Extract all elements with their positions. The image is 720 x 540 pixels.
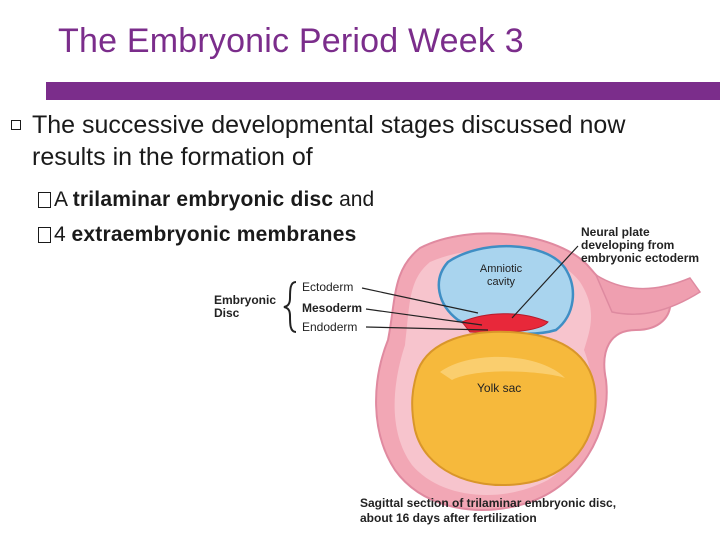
bullet-square-icon bbox=[11, 120, 21, 130]
endoderm-leader bbox=[365, 326, 489, 331]
sub-bullet-1-suffix: and bbox=[333, 188, 375, 211]
endoderm-label: Endoderm bbox=[302, 320, 358, 334]
ectoderm-leader bbox=[361, 287, 479, 314]
embryonic-disc-brace bbox=[283, 281, 297, 333]
stalk-tissue-shape bbox=[594, 273, 702, 315]
yolk-sac-highlight bbox=[440, 356, 565, 380]
yolk-sac-label: Yolk sac bbox=[477, 381, 522, 395]
slide-title: The Embryonic Period Week 3 bbox=[58, 22, 524, 60]
mesoderm-label: Mesoderm bbox=[302, 301, 363, 315]
sub-bullet-1-bold: trilaminar embryonic disc bbox=[72, 188, 334, 211]
sub-bullet-2-bold: extraembryonic membranes bbox=[71, 223, 357, 246]
checkbox-icon bbox=[38, 227, 51, 243]
figure-caption: Sagittal section of trilaminar embryonic… bbox=[360, 496, 617, 525]
sub-bullet-1-prefix: A bbox=[54, 188, 67, 211]
neural-plate-leader bbox=[511, 245, 579, 319]
sub-bullet-1: A trilaminar embryonic disc and bbox=[38, 187, 374, 213]
mesoderm-leader bbox=[365, 308, 483, 326]
yolk-sac-shape bbox=[411, 330, 597, 486]
sub-bullet-2-prefix: 4 bbox=[54, 223, 66, 246]
ectoderm-label: Ectoderm bbox=[302, 280, 354, 294]
main-bullet-text: The successive developmental stages disc… bbox=[32, 111, 626, 171]
amniotic-cavity-label: Amniotic cavity bbox=[479, 263, 523, 288]
embryonic-disc-label: Embryonic Disc bbox=[214, 293, 277, 320]
sub-bullet-2: 4 extraembryonic membranes bbox=[38, 222, 356, 248]
neural-plate-label: Neural plate developing from embryonic e… bbox=[581, 225, 700, 265]
title-underline-bar bbox=[46, 82, 720, 100]
title-underline-bar-left bbox=[0, 82, 38, 100]
checkbox-icon bbox=[38, 192, 51, 208]
